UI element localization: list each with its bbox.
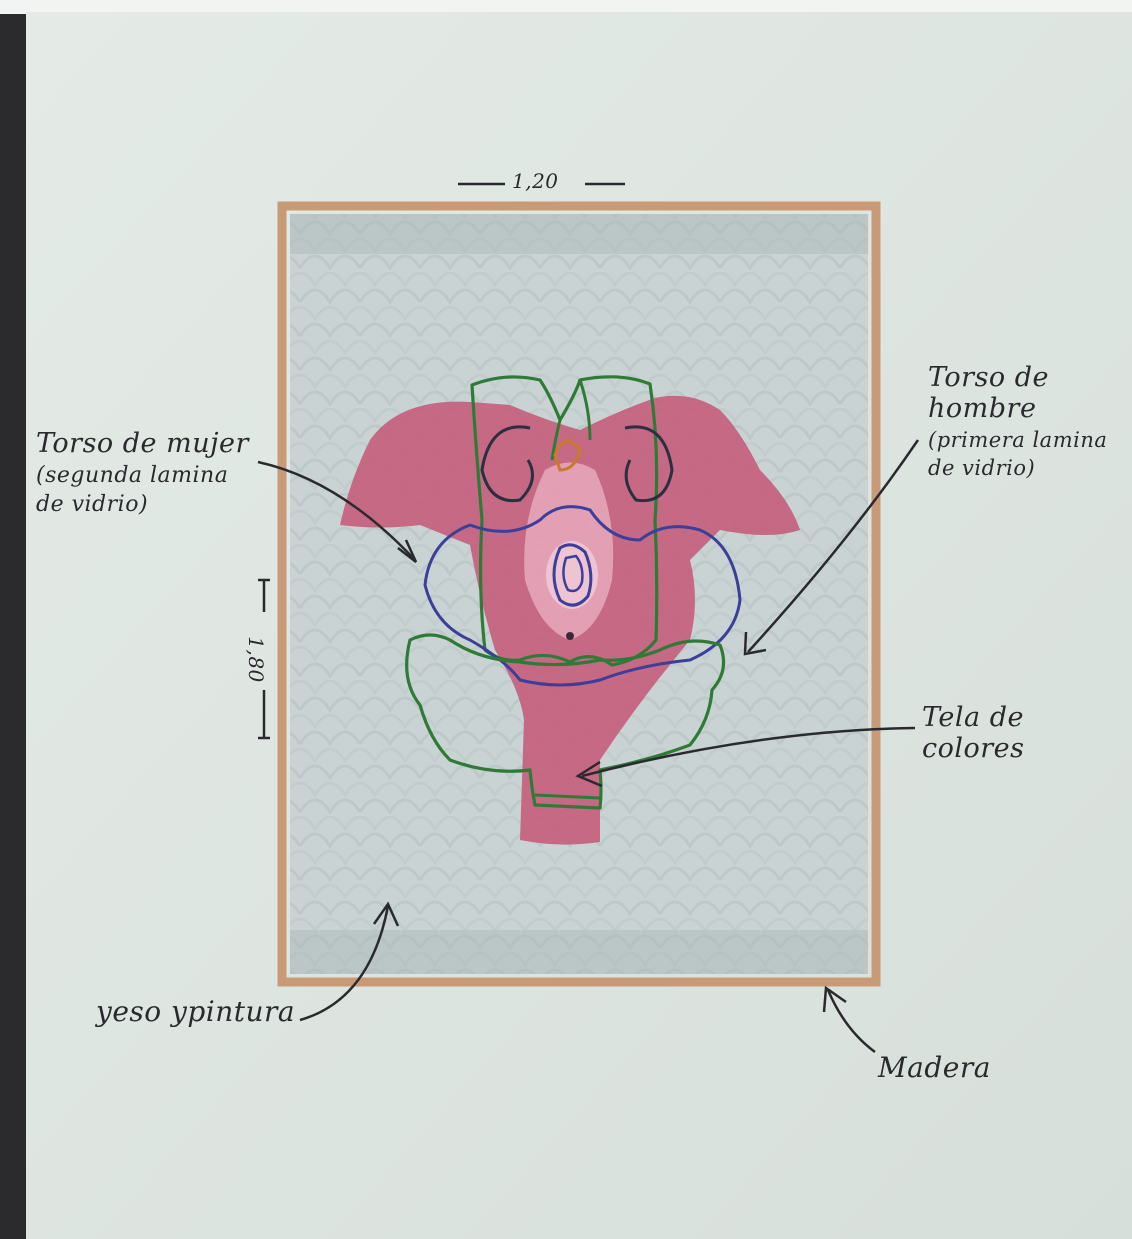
man-torso-label: Torso de hombre (primera lamina de vidri… <box>928 362 1107 480</box>
plaster-label: yeso ypintura <box>96 996 295 1028</box>
man-torso-label-line-4: de vidrio) <box>928 456 1107 480</box>
woman-torso-label-line-1: Torso de mujer <box>36 428 249 459</box>
woman-torso-label: Torso de mujer (segunda lamina de vidrio… <box>36 428 249 518</box>
plaster-bottom-shadow <box>290 930 868 974</box>
sheet-top-margin <box>0 0 1132 14</box>
woman-torso-label-line-3: de vidrio) <box>36 492 249 517</box>
plaster-top-shadow <box>290 214 868 254</box>
man-torso-label-line-2: hombre <box>928 393 1107 424</box>
wood-label: Madera <box>878 1052 991 1084</box>
height-dimension-label: 1,80 <box>244 636 267 683</box>
woman-torso-label-line-2: (segunda lamina <box>36 463 249 488</box>
man-torso-label-line-3: (primera lamina <box>928 428 1107 452</box>
man-torso-label-line-1: Torso de <box>928 362 1107 393</box>
torso-dot <box>566 632 574 640</box>
fabric-label: Tela de colores <box>922 702 1025 764</box>
fabric-label-line-2: colores <box>922 733 1025 764</box>
width-dimension-label: 1,20 <box>512 170 559 193</box>
fabric-label-line-1: Tela de <box>922 702 1025 733</box>
